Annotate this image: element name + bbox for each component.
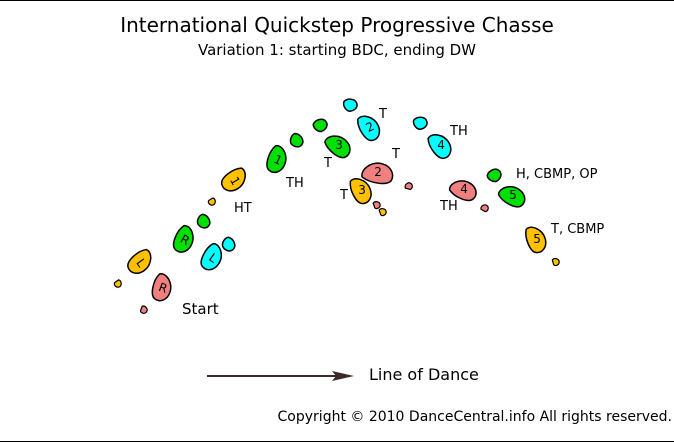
footwork-annotation: TH: [439, 199, 458, 214]
footprint-label: 5: [509, 188, 517, 202]
footwork-annotation: HT: [234, 201, 252, 216]
footwork-annotation: H, CBMP, OP: [516, 167, 598, 182]
heel-marker: [372, 201, 381, 210]
line-of-dance-arrow: [207, 371, 354, 381]
heel-marker: [404, 182, 413, 191]
heel-marker: [378, 208, 387, 217]
heel-marker: [139, 305, 148, 314]
heel-marker: [480, 204, 489, 213]
diagram-subtitle: Variation 1: starting BDC, ending DW: [197, 41, 477, 59]
heel-marker: [113, 279, 122, 288]
diagram-title: International Quickstep Progressive Chas…: [120, 13, 554, 37]
footprint-step1-green: 1: [266, 144, 287, 174]
footprint-heel: [342, 98, 358, 112]
footprint-prep-L: L: [127, 248, 152, 274]
footprint-step4-cyan: 4: [427, 134, 452, 160]
footprint-step3-green: 3: [324, 135, 351, 159]
footprint-step5-yellow: 5: [525, 226, 547, 254]
footprint-heel: [486, 168, 502, 183]
footprint-start-R: R: [151, 273, 172, 302]
footprint-step3-yellow: 3: [349, 178, 372, 205]
footprint-step4-pink: 4: [448, 180, 477, 202]
footwork-annotation: TH: [449, 124, 468, 139]
copyright-notice: Copyright © 2010 DanceCentral.info All r…: [277, 409, 672, 425]
heel-marker: [207, 197, 216, 206]
footprint-label: 4: [460, 182, 468, 196]
footwork-annotation: TH: [285, 176, 304, 191]
footprint-label: 4: [437, 138, 445, 152]
footprint-start-L: L: [200, 242, 222, 271]
footprint-step2-pink: 2: [361, 162, 394, 185]
footprint-label: 3: [335, 138, 343, 152]
footprint-heel: [196, 213, 211, 229]
bottom-rule: [0, 441, 674, 442]
line-of-dance-label: Line of Dance: [369, 365, 479, 384]
footprint-step5-green: 5: [497, 186, 526, 208]
top-rule: [0, 0, 674, 1]
footprint-prep-R: R: [172, 224, 194, 253]
footprint-heel: [221, 236, 236, 252]
footwork-annotation: T: [339, 188, 348, 203]
footwork-annotation: T, CBMP: [550, 222, 604, 237]
footprint-step1-yellow: 1: [220, 167, 246, 192]
footprint-label: 3: [358, 183, 366, 197]
footprint-step2-cyan: 2: [356, 115, 381, 142]
heel-marker: [551, 257, 560, 267]
footprint-label: 2: [374, 165, 382, 179]
footprint-heel: [412, 116, 428, 131]
footwork-annotation: T: [323, 156, 332, 171]
footprint-label: 5: [533, 232, 541, 246]
footprint-heel: [312, 118, 328, 133]
footprint-heel: [289, 132, 304, 148]
footwork-annotation: T: [378, 107, 387, 122]
start-label: Start: [182, 300, 219, 318]
footwork-annotation: T: [391, 147, 400, 162]
